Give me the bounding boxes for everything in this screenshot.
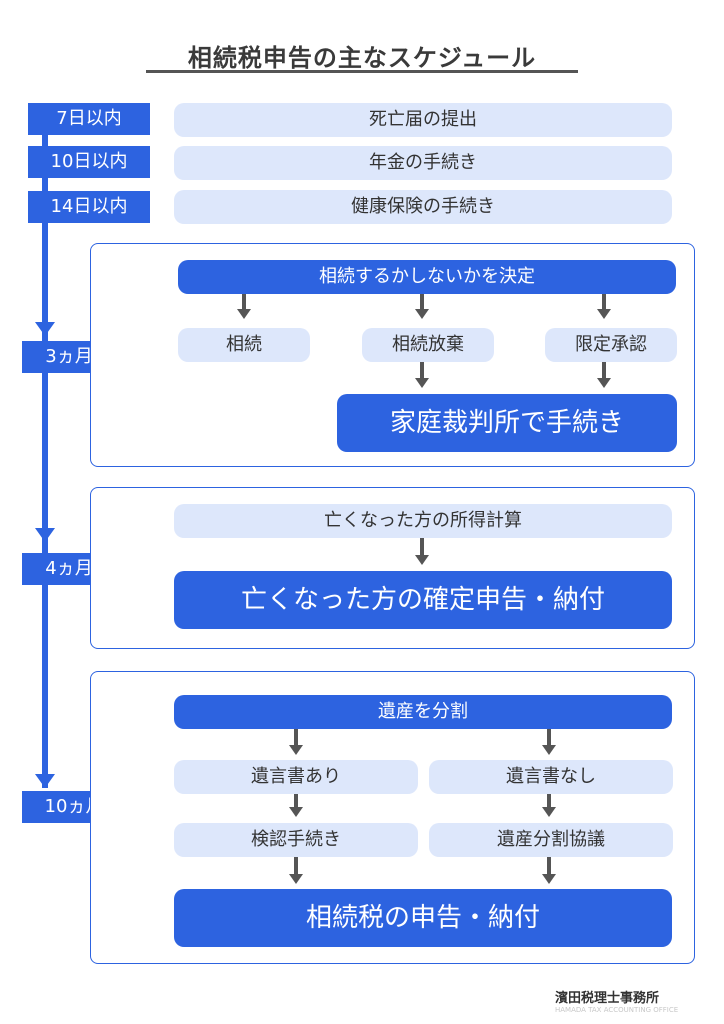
- arrow-stem: [420, 294, 424, 310]
- arrow-head: [597, 309, 611, 319]
- timeline-label-7d: 7日以内: [28, 103, 150, 135]
- page-title: 相続税申告の主なスケジュール: [187, 44, 537, 72]
- income-calc-box: 亡くなった方の所得計算: [174, 504, 672, 538]
- arrow-head: [597, 378, 611, 388]
- arrow-stem: [602, 294, 606, 310]
- decide-inheritance-box: 相続するかしないかを決定: [178, 260, 676, 294]
- option-limited-approval: 限定承認: [545, 328, 677, 362]
- no-will-box: 遺言書なし: [429, 760, 673, 794]
- office-name-english: HAMADA TAX ACCOUNTING OFFICE: [555, 1006, 679, 1014]
- arrow-head: [542, 874, 556, 884]
- arrow-head: [237, 309, 251, 319]
- arrow-head: [415, 555, 429, 565]
- step-pension: 年金の手続き: [174, 146, 672, 180]
- arrow-head: [542, 745, 556, 755]
- title-underline: [146, 70, 578, 73]
- timeline-line: [42, 118, 48, 788]
- division-agreement-box: 遺産分割協議: [429, 823, 673, 857]
- arrow-stem: [294, 857, 298, 875]
- option-inherit: 相続: [178, 328, 310, 362]
- arrow-head: [542, 807, 556, 817]
- arrow-stem: [602, 362, 606, 379]
- inheritance-tax-filing-box: 相続税の申告・納付: [174, 889, 672, 947]
- arrow-head: [415, 378, 429, 388]
- arrow-head: [415, 309, 429, 319]
- estate-division-box: 遺産を分割: [174, 695, 672, 729]
- timeline-label-10d: 10日以内: [28, 146, 150, 178]
- will-exists-box: 遺言書あり: [174, 760, 418, 794]
- option-renounce: 相続放棄: [362, 328, 494, 362]
- arrow-stem: [547, 729, 551, 746]
- arrow-stem: [294, 794, 298, 808]
- probate-box: 検認手続き: [174, 823, 418, 857]
- arrow-stem: [420, 538, 424, 556]
- arrow-stem: [242, 294, 246, 310]
- timeline-arrow-10m: [35, 774, 55, 788]
- arrow-stem: [547, 794, 551, 808]
- step-death-notice: 死亡届の提出: [174, 103, 672, 137]
- arrow-stem: [547, 857, 551, 875]
- final-tax-return-box: 亡くなった方の確定申告・納付: [174, 571, 672, 629]
- timeline-arrow-3m: [35, 322, 55, 336]
- family-court-box: 家庭裁判所で手続き: [337, 394, 677, 452]
- arrow-head: [289, 874, 303, 884]
- arrow-stem: [294, 729, 298, 746]
- step-health-insurance: 健康保険の手続き: [174, 190, 672, 224]
- arrow-head: [289, 807, 303, 817]
- office-name: 濱田税理士事務所: [555, 991, 660, 1006]
- arrow-head: [289, 745, 303, 755]
- arrow-stem: [420, 362, 424, 379]
- timeline-arrow-4m: [35, 528, 55, 542]
- timeline-label-14d: 14日以内: [28, 191, 150, 223]
